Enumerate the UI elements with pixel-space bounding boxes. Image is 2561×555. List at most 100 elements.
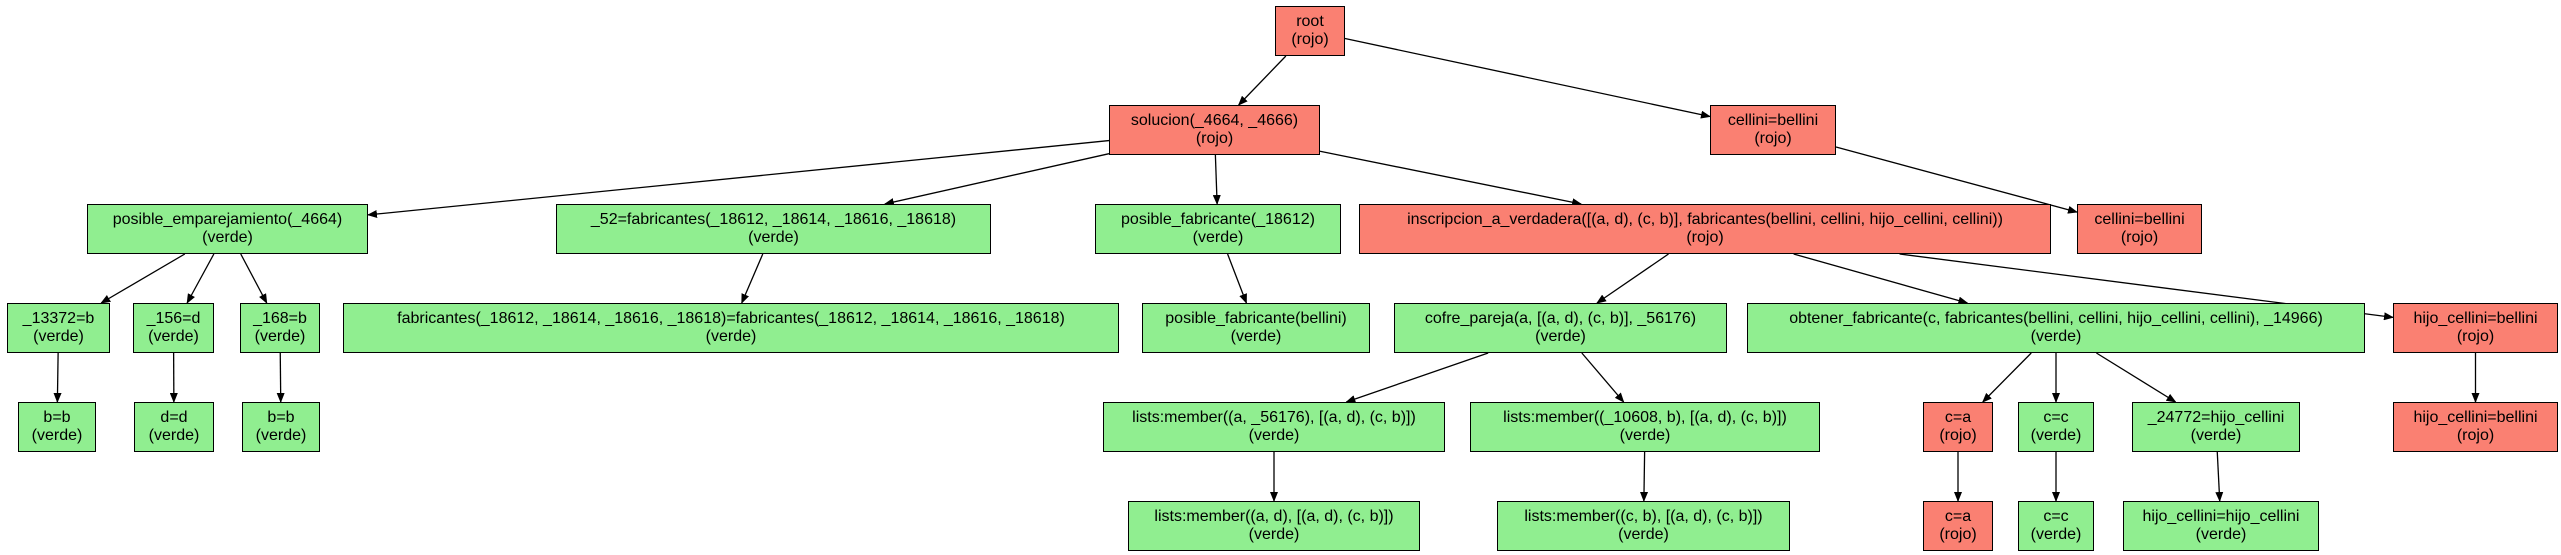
node-status: (verde) xyxy=(1248,526,1300,543)
node-status: (verde) xyxy=(1248,427,1300,444)
tree-edge xyxy=(883,153,1110,206)
tree-edge xyxy=(1319,150,1583,207)
tree-node: lists:member((c, b), [(a, d), (c, b)])(v… xyxy=(1497,501,1790,551)
node-label: obtener_fabricante(c, fabricantes(bellin… xyxy=(1789,310,2323,327)
node-status: (rojo) xyxy=(1291,31,1329,48)
node-label: _168=b xyxy=(253,310,307,327)
node-status: (verde) xyxy=(148,328,199,345)
node-label: solucion(_4664, _4666) xyxy=(1130,112,1299,129)
node-status: (rojo) xyxy=(1686,229,1724,246)
node-status: (verde) xyxy=(254,328,306,345)
tree-edge xyxy=(240,253,268,304)
tree-node: root(rojo) xyxy=(1275,6,1345,56)
tree-node: fabricantes(_18612, _18614, _18616, _186… xyxy=(343,303,1119,353)
tree-node: _52=fabricantes(_18612, _18614, _18616, … xyxy=(556,204,991,254)
tree-node: cellini=bellini(rojo) xyxy=(2077,204,2202,254)
tree-edge xyxy=(1344,37,1711,119)
tree-node: inscripcion_a_verdadera([(a, d), (c, b)]… xyxy=(1359,204,2051,254)
node-status: (verde) xyxy=(148,427,200,444)
node-label: _52=fabricantes(_18612, _18614, _18616, … xyxy=(590,211,957,228)
tree-edge xyxy=(1237,55,1287,106)
node-label: cofre_pareja(a, [(a, d), (c, b)], _56176… xyxy=(1424,310,1697,327)
tree-edge xyxy=(2096,352,2177,403)
node-status: (verde) xyxy=(2030,427,2082,444)
node-status: (verde) xyxy=(748,229,799,246)
node-status: (rojo) xyxy=(2120,229,2159,246)
tree-node: c=a(rojo) xyxy=(1923,501,1993,551)
tree-edge xyxy=(1581,352,1625,403)
node-status: (verde) xyxy=(33,328,84,345)
node-label: lists:member((_10608, b), [(a, d), (c, b… xyxy=(1503,409,1787,426)
node-label: posible_fabricante(bellini) xyxy=(1165,310,1347,327)
tree-node: d=d(verde) xyxy=(134,402,214,452)
node-status: (verde) xyxy=(31,427,83,444)
tree-edge xyxy=(53,352,62,403)
tree-edge xyxy=(1835,146,2078,214)
tree-edge xyxy=(1793,253,1969,305)
tree-node: c=c(verde) xyxy=(2018,402,2094,452)
tree-node: b=b(verde) xyxy=(18,402,96,452)
node-label: b=b xyxy=(267,409,295,426)
tree-node: lists:member((a, d), [(a, d), (c, b)])(v… xyxy=(1128,501,1420,551)
node-status: (verde) xyxy=(202,229,253,246)
node-status: (verde) xyxy=(255,427,307,444)
node-status: (rojo) xyxy=(2456,427,2495,444)
node-label: c=a xyxy=(1944,409,1972,426)
node-status: (verde) xyxy=(2030,328,2082,345)
node-label: lists:member((a, _56176), [(a, d), (c, b… xyxy=(1132,409,1416,426)
node-status: (rojo) xyxy=(1195,130,1234,147)
node-label: posible_emparejamiento(_4664) xyxy=(112,211,343,228)
node-status: (rojo) xyxy=(1939,526,1977,543)
node-status: (verde) xyxy=(2030,526,2082,543)
node-label: _13372=b xyxy=(22,310,95,327)
tree-node: _168=b(verde) xyxy=(240,303,320,353)
node-label: hijo_cellini=bellini xyxy=(2413,310,2538,327)
tree-node: cofre_pareja(a, [(a, d), (c, b)], _56176… xyxy=(1394,303,1727,353)
node-label: root xyxy=(1296,13,1324,30)
node-status: (verde) xyxy=(1192,229,1244,246)
node-label: _156=d xyxy=(146,310,201,327)
node-status: (rojo) xyxy=(2456,328,2495,345)
node-status: (verde) xyxy=(1230,328,1282,345)
node-label: cellini=bellini xyxy=(2094,211,2185,228)
tree-edge xyxy=(100,253,186,304)
node-label: hijo_cellini=hijo_cellini xyxy=(2142,508,2300,525)
tree-node: obtener_fabricante(c, fabricantes(bellin… xyxy=(1747,303,2365,353)
tree-node: posible_fabricante(_18612)(verde) xyxy=(1095,204,1341,254)
node-label: _24772=hijo_cellini xyxy=(2147,409,2285,426)
tree-node: _13372=b(verde) xyxy=(7,303,110,353)
node-status: (verde) xyxy=(1618,526,1669,543)
tree-node: _156=d(verde) xyxy=(133,303,214,353)
tree-node: solucion(_4664, _4666)(rojo) xyxy=(1109,105,1320,155)
node-label: fabricantes(_18612, _18614, _18616, _186… xyxy=(397,310,1065,327)
tree-node: cellini=bellini(rojo) xyxy=(1710,105,1836,155)
node-status: (rojo) xyxy=(1754,130,1792,147)
tree-edge xyxy=(741,253,764,304)
tree-edge xyxy=(1226,253,1248,304)
tree-edge xyxy=(1640,451,1649,502)
node-label: posible_fabricante(_18612) xyxy=(1121,211,1315,228)
node-label: lists:member((c, b), [(a, d), (c, b)]) xyxy=(1524,508,1763,525)
tree-edge xyxy=(1212,154,1221,205)
node-label: hijo_cellini=bellini xyxy=(2413,409,2538,426)
node-label: d=d xyxy=(160,409,188,426)
node-status: (verde) xyxy=(2190,427,2242,444)
tree-edge xyxy=(1596,253,1669,304)
tree-edge xyxy=(1982,352,2032,403)
tree-node: lists:member((a, _56176), [(a, d), (c, b… xyxy=(1103,402,1445,452)
tree-edge xyxy=(1345,352,1489,403)
tree-edge xyxy=(367,139,1110,218)
tree-edge xyxy=(2215,451,2224,502)
tree-node: posible_fabricante(bellini)(verde) xyxy=(1142,303,1370,353)
node-label: lists:member((a, d), [(a, d), (c, b)]) xyxy=(1154,508,1394,525)
tree-node: lists:member((_10608, b), [(a, d), (c, b… xyxy=(1470,402,1820,452)
tree-node: _24772=hijo_cellini(verde) xyxy=(2132,402,2300,452)
node-status: (rojo) xyxy=(1939,427,1977,444)
node-label: cellini=bellini xyxy=(1727,112,1819,129)
node-label: b=b xyxy=(43,409,71,426)
tree-edge xyxy=(186,253,215,304)
node-status: (verde) xyxy=(2195,526,2247,543)
tree-node: posible_emparejamiento(_4664)(verde) xyxy=(87,204,368,254)
node-label: c=a xyxy=(1944,508,1972,525)
